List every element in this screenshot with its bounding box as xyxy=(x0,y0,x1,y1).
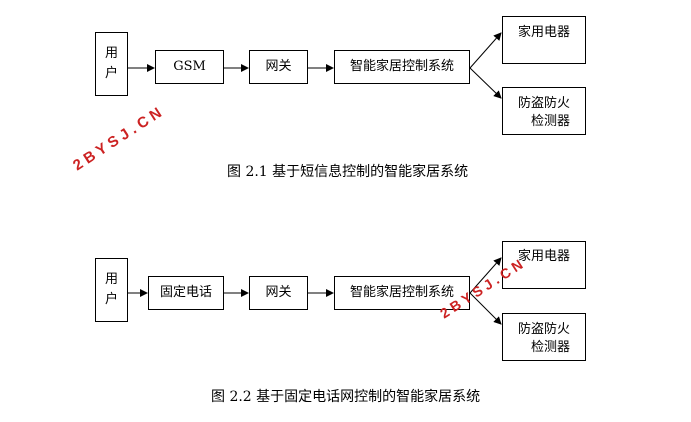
user-box: 用 户 xyxy=(95,258,128,322)
landline-phone-box: 固定电话 xyxy=(148,276,224,310)
arrow-control-to-appliance xyxy=(469,32,502,69)
user-label: 用 户 xyxy=(104,46,118,81)
security-detector-label: 防盗防火 检测器 xyxy=(518,96,571,129)
user-label: 用 户 xyxy=(104,272,118,307)
appliance-box: 家用电器 xyxy=(502,241,586,289)
security-detector-label: 防盗防火 检测器 xyxy=(518,322,571,355)
gsm-label: GSM xyxy=(173,59,206,74)
gsm-box: GSM xyxy=(155,50,224,84)
gateway-box: 网关 xyxy=(249,276,308,310)
landline-phone-label: 固定电话 xyxy=(159,285,212,300)
gateway-label: 网关 xyxy=(265,59,292,74)
caption-figure-2-1: 图 2.1 基于短信息控制的智能家居系统 xyxy=(227,164,469,180)
control-system-box: 智能家居控制系统 xyxy=(334,50,470,84)
control-system-label: 智能家居控制系统 xyxy=(349,59,454,74)
arrow-control-to-security xyxy=(469,67,502,99)
gateway-box: 网关 xyxy=(249,50,308,84)
appliance-box: 家用电器 xyxy=(502,16,586,64)
user-box: 用 户 xyxy=(95,32,128,96)
security-detector-box: 防盗防火 检测器 xyxy=(502,87,586,135)
security-detector-box: 防盗防火 检测器 xyxy=(502,313,586,361)
gateway-label: 网关 xyxy=(265,285,292,300)
control-system-label: 智能家居控制系统 xyxy=(349,285,454,300)
caption-figure-2-2: 图 2.2 基于固定电话网控制的智能家居系统 xyxy=(211,389,481,405)
arrow-control-to-appliance xyxy=(469,257,502,294)
appliance-label: 家用电器 xyxy=(518,25,571,40)
appliance-label: 家用电器 xyxy=(518,249,571,264)
arrow-control-to-security xyxy=(469,292,502,325)
control-system-box: 智能家居控制系统 xyxy=(334,276,470,310)
